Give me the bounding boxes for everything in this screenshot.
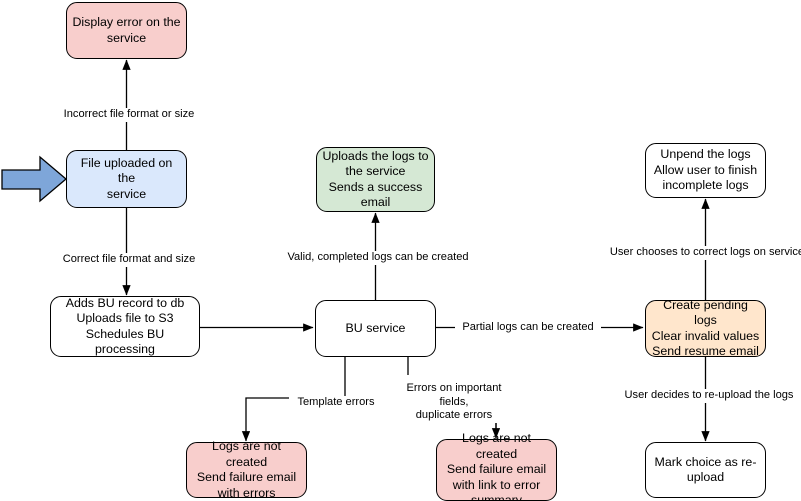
node-mark-choice-reupload[interactable]: Mark choice as re- upload (645, 442, 766, 498)
edge-label-user-reupload: User decides to re-upload the logs (617, 389, 801, 403)
node-create-pending-logs[interactable]: Create pending logs Clear invalid values… (645, 298, 766, 358)
edge-label-errors-important: Errors on important fields, duplicate er… (391, 382, 517, 423)
edge-label-valid-complete-logs: Valid, completed logs can be created (283, 251, 473, 265)
node-logs-not-created-errors[interactable]: Logs are not created Send failure email … (186, 439, 307, 500)
edge-label-incorrect-format: Incorrect file format or size (57, 108, 201, 122)
incoming-file-arrow (1, 155, 68, 203)
edge-label-template-errors: Template errors (289, 396, 383, 410)
node-bu-service[interactable]: BU service (315, 300, 436, 357)
node-adds-bu-record[interactable]: Adds BU record to db Uploads file to S3 … (50, 296, 200, 357)
edge-label-partial-logs: Partial logs can be created (455, 321, 601, 335)
node-uploads-logs[interactable]: Uploads the logs to the service Sends a … (316, 147, 435, 212)
edge-label-correct-format: Correct file format and size (57, 253, 201, 267)
node-file-uploaded[interactable]: File uploaded on the service (66, 150, 187, 208)
edge-label-user-corrects-logs: User chooses to correct logs on service (607, 246, 801, 260)
node-unpend-logs[interactable]: Unpend the logs Allow user to finish inc… (645, 143, 766, 198)
node-display-error[interactable]: Display error on the service (66, 2, 187, 59)
node-logs-not-created-summary[interactable]: Logs are not created Send failure email … (436, 431, 557, 501)
